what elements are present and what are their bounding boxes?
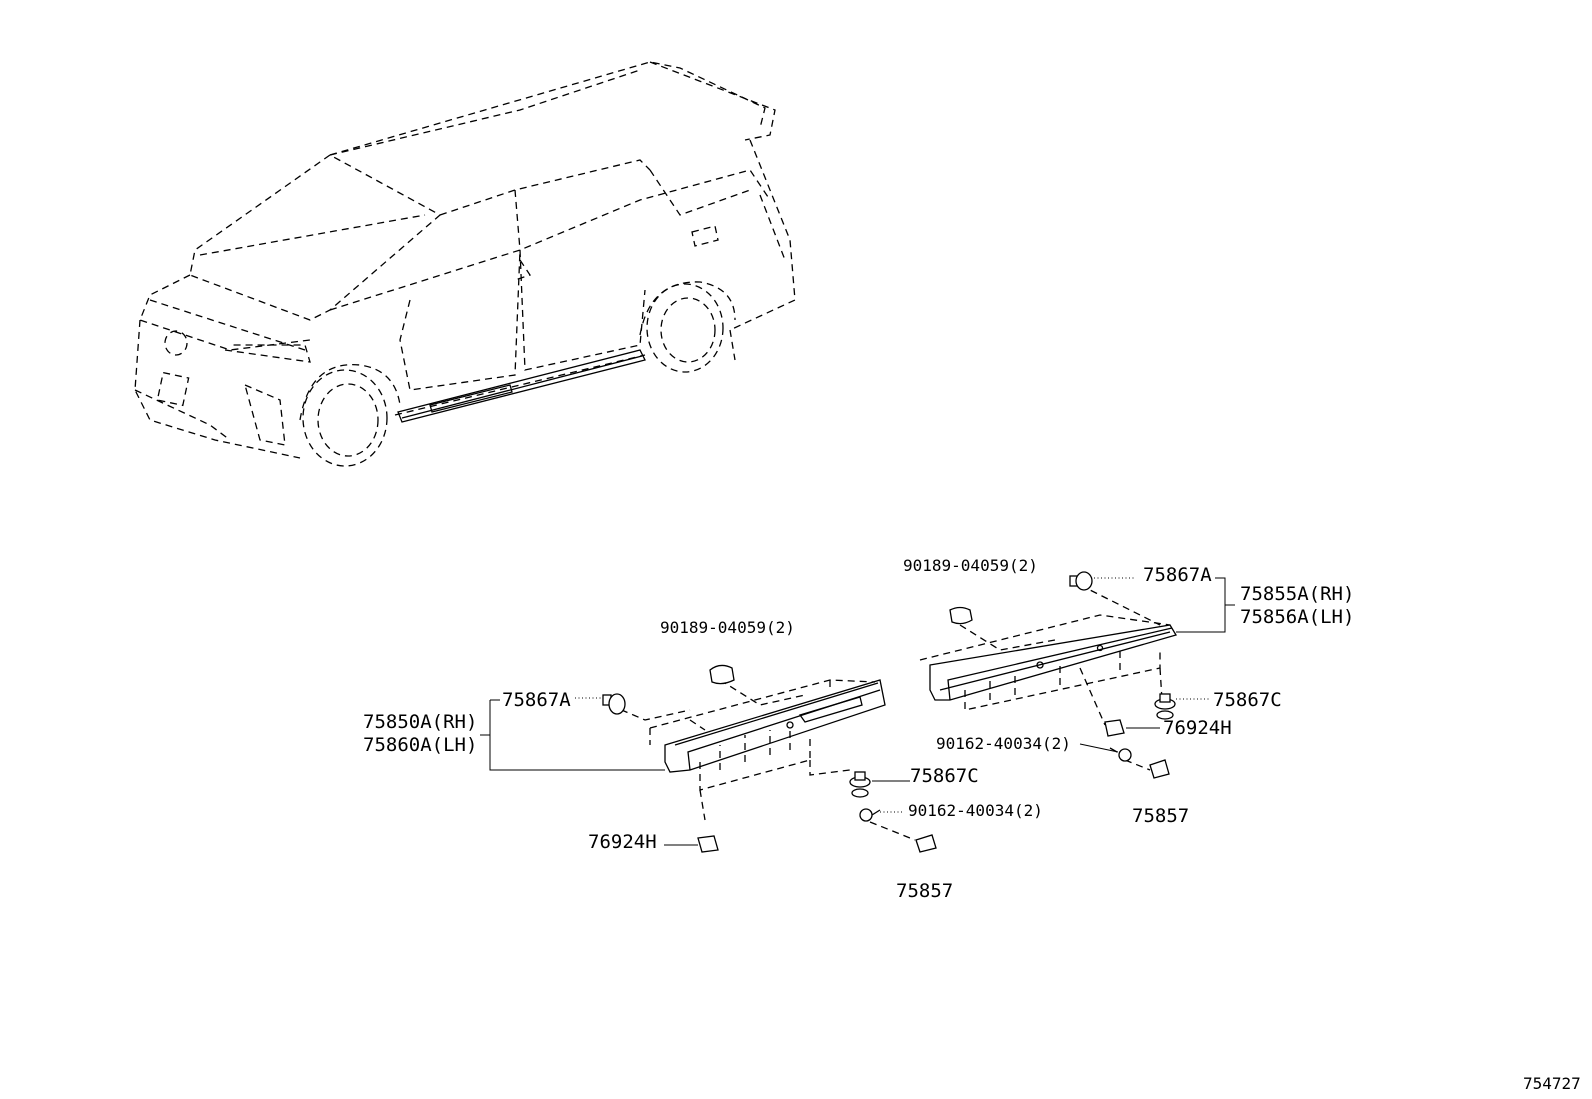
left-clip-75867c-icon[interactable] [849, 771, 871, 798]
label-left-clip-c: 75867C [910, 765, 979, 787]
label-right-nut: 76924H [1163, 717, 1232, 739]
left-clip-75867a-icon[interactable] [602, 693, 626, 715]
label-right-clip-a: 75867A [1143, 564, 1212, 586]
label-left-clip-a: 75867A [502, 689, 571, 711]
label-right-screw: 90162-40034(2) [936, 734, 1071, 753]
label-left-grommet: 90189-04059(2) [660, 618, 795, 637]
right-cap-75857[interactable] [1149, 759, 1170, 779]
label-left-sill-lh: 75860A(LH) [363, 734, 477, 756]
label-right-grommet: 90189-04059(2) [903, 556, 1038, 575]
label-right-clip-c: 75867C [1213, 689, 1282, 711]
left-grommet-90189[interactable] [709, 664, 735, 685]
label-left-nut: 76924H [588, 831, 657, 853]
right-clip-75867a-icon[interactable] [1069, 571, 1093, 591]
left-cap-75857[interactable] [915, 834, 937, 853]
right-clip-75867c-icon[interactable] [1154, 693, 1176, 720]
right-screw-90162-icon[interactable] [1109, 747, 1132, 762]
left-screw-90162-icon[interactable] [859, 808, 881, 822]
label-right-sill-rh: 75855A(RH) [1240, 583, 1354, 605]
callout-labels: 90189-04059(2) 75867A 75850A(RH) 75860A(… [363, 556, 1581, 1093]
label-left-cap: 75857 [896, 880, 953, 902]
label-right-cap: 75857 [1132, 805, 1189, 827]
right-sill-assembly [919, 571, 1235, 779]
left-nut-76924h[interactable] [697, 835, 719, 853]
left-sill-assembly [480, 664, 937, 853]
diagram-id: 754727 [1523, 1074, 1581, 1093]
right-nut-76924h[interactable] [1104, 719, 1125, 737]
right-grommet-90189[interactable] [949, 606, 973, 625]
left-sill-molding[interactable] [664, 679, 886, 773]
label-left-sill-rh: 75850A(RH) [363, 711, 477, 733]
label-left-screw: 90162-40034(2) [908, 801, 1043, 820]
vehicle-illustration [134, 61, 796, 467]
label-right-sill-lh: 75856A(LH) [1240, 606, 1354, 628]
